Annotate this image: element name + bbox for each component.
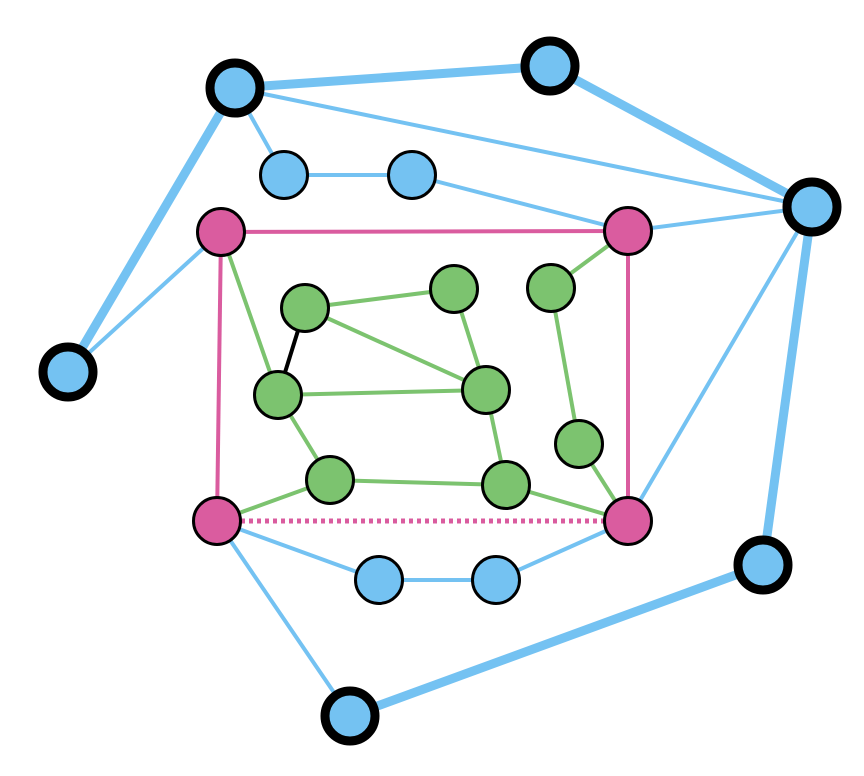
node-b2 — [387, 150, 437, 200]
node-o4 — [38, 342, 98, 402]
edge-o1-o4 — [64, 85, 239, 375]
node-o5 — [733, 535, 793, 595]
node-b4 — [471, 555, 521, 605]
edge-g7-g8 — [549, 287, 581, 445]
edge-o3-o5 — [758, 206, 817, 566]
node-o6 — [320, 686, 380, 746]
edge-p1-g3 — [219, 231, 280, 396]
node-b3 — [354, 555, 404, 605]
edge-o1-o2 — [234, 61, 551, 93]
node-o2 — [520, 36, 580, 96]
edge-g1-g2 — [304, 287, 455, 310]
node-p1 — [196, 207, 246, 257]
node-p2 — [603, 206, 653, 256]
node-g6 — [481, 460, 531, 510]
edge-g3-g4 — [277, 388, 487, 397]
edge-p1-p3 — [215, 231, 223, 522]
edge-g1-g4 — [304, 306, 487, 392]
edge-g5-g6 — [329, 478, 507, 487]
node-o3 — [782, 177, 842, 237]
edge-b2-p2 — [411, 173, 629, 233]
node-p4 — [603, 496, 653, 546]
node-g4 — [461, 365, 511, 415]
node-g7 — [526, 263, 576, 313]
edge-o1-o3 — [234, 86, 813, 209]
edge-p1-p2 — [220, 229, 629, 234]
edge-o3-p4 — [626, 205, 814, 523]
node-g8 — [554, 419, 604, 469]
edge-p2-o3 — [627, 205, 813, 233]
edge-p3-b3 — [216, 519, 380, 582]
node-layer — [38, 36, 842, 746]
node-g1 — [280, 283, 330, 333]
node-g5 — [305, 455, 355, 505]
node-p3 — [192, 496, 242, 546]
node-o1 — [205, 58, 265, 118]
edge-p3-o6 — [215, 519, 352, 718]
edge-o2-o3 — [547, 62, 815, 211]
edge-o5-o6 — [348, 560, 765, 721]
node-b1 — [259, 150, 309, 200]
node-g3 — [253, 370, 303, 420]
edge-o4-p1 — [66, 230, 223, 374]
node-g2 — [429, 264, 479, 314]
edge-layer — [64, 61, 817, 721]
